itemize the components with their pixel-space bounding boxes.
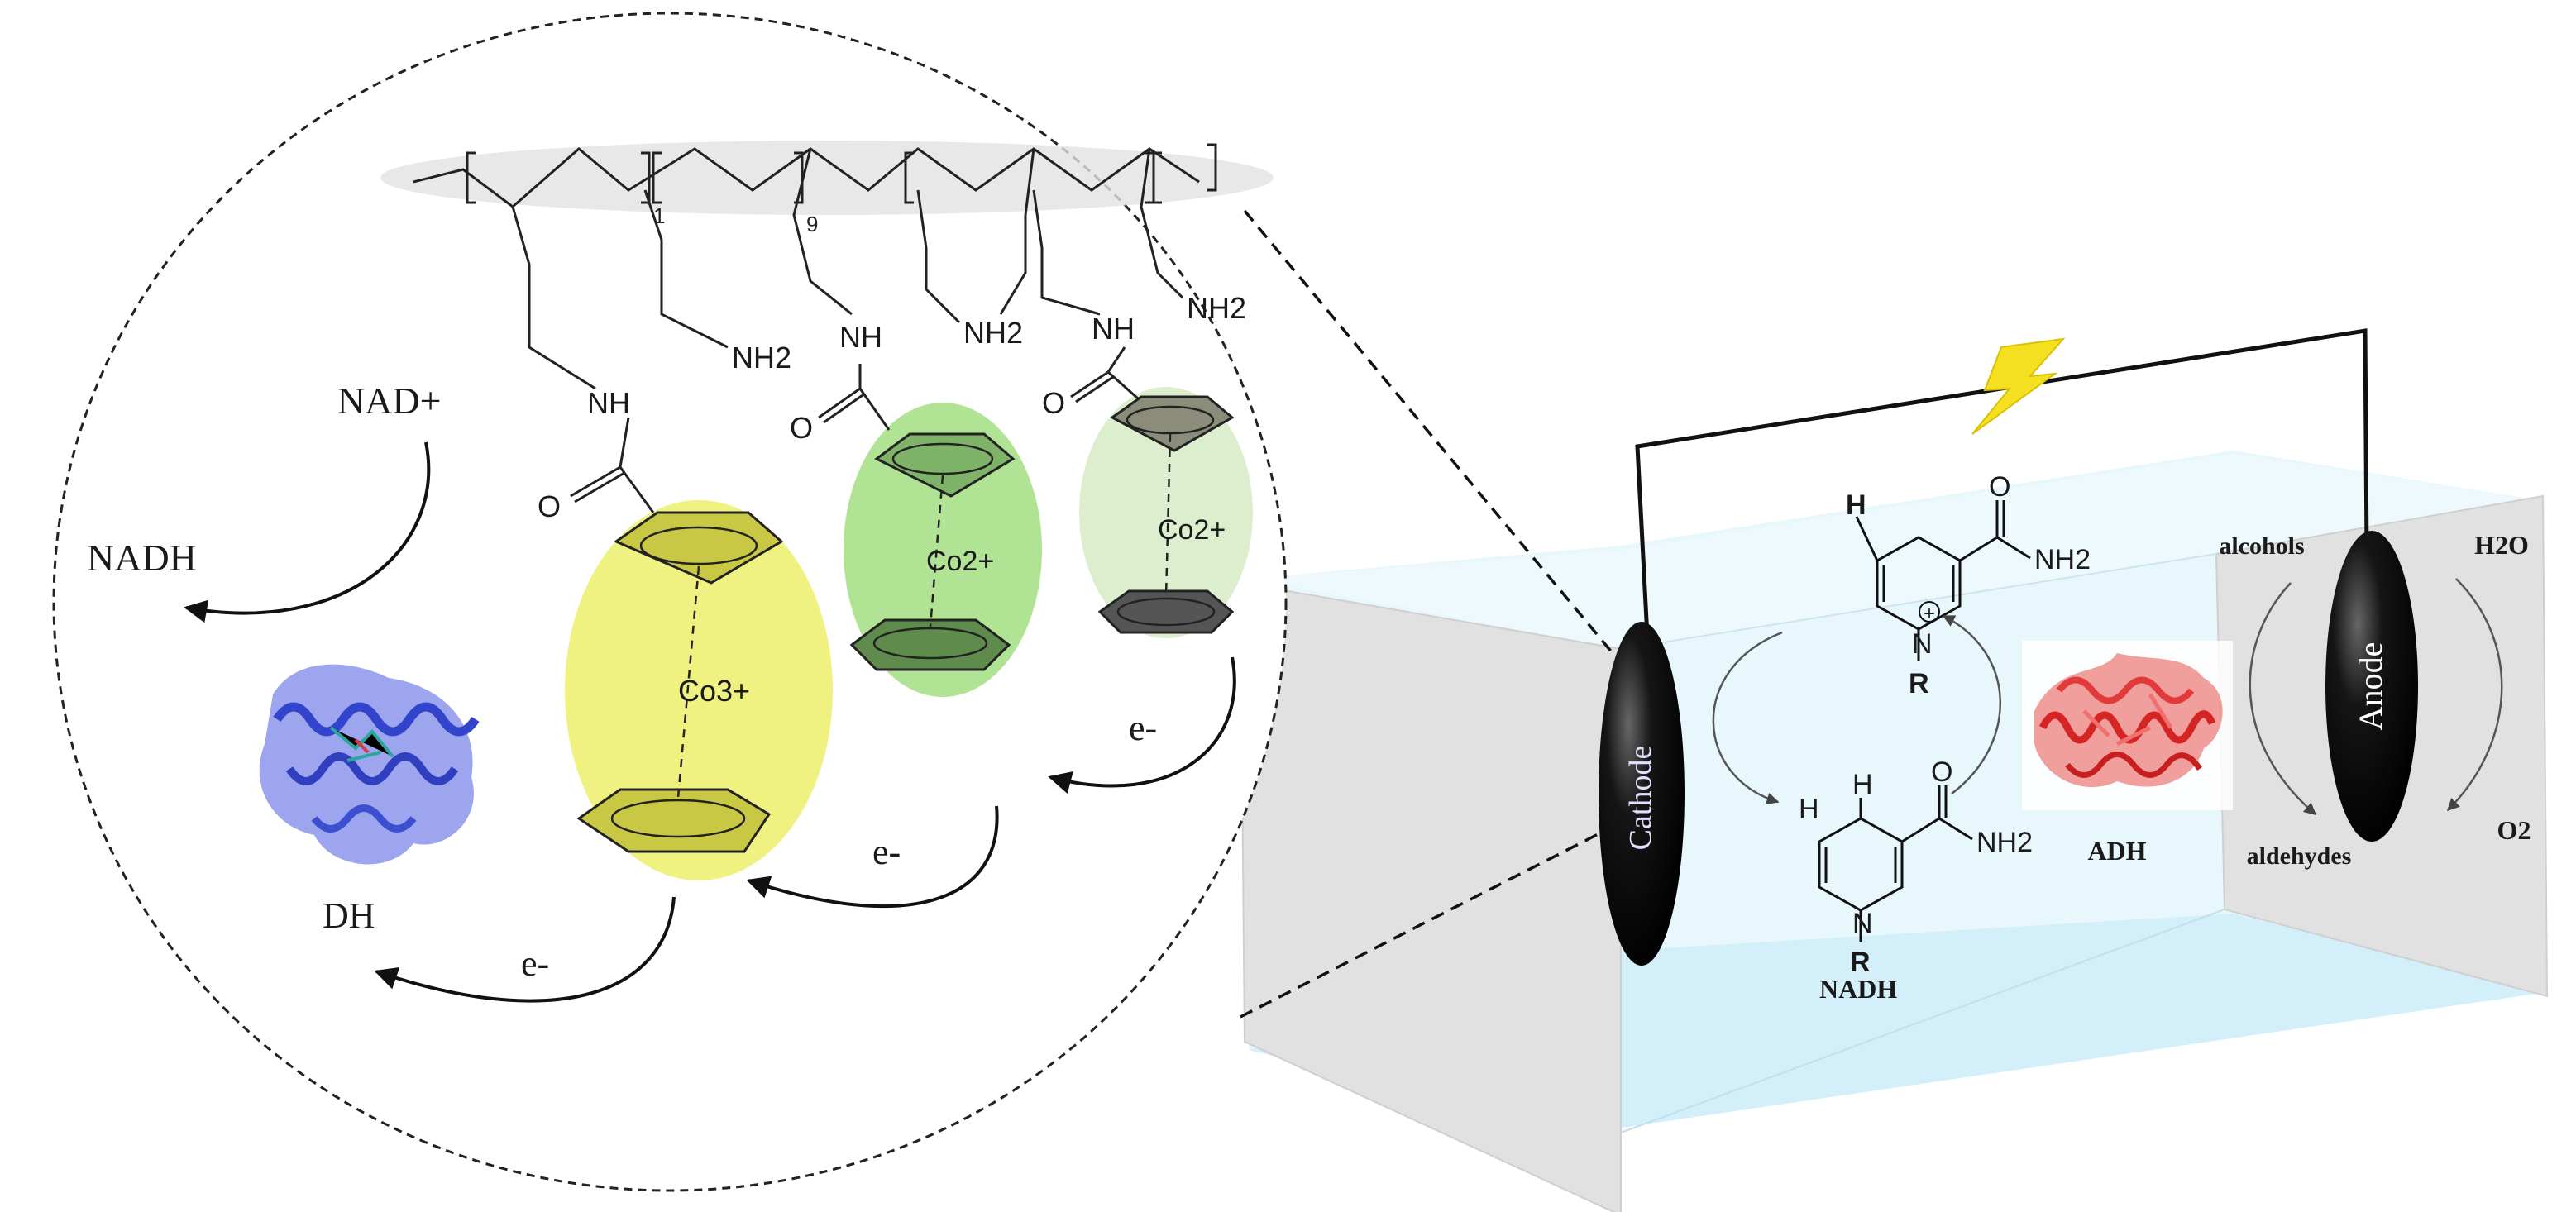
amide-o-3: O [1042,386,1065,420]
nad-plus-charge [1919,601,1940,623]
amide-o-1: O [538,489,561,523]
amide-nh-1: NH [587,386,630,420]
cobaltocene-co2-b [1097,395,1235,634]
nadh-structure [1818,785,1973,942]
repeat-index-1: 1 [653,203,665,228]
cathode-electrode[interactable] [1599,622,1685,966]
alcohol-oxidation-arrow [2249,582,2317,815]
alcohols-label: alcohols [2219,532,2304,560]
amide-o-2: O [790,411,813,445]
nadh-ring-h: H [1799,794,1819,825]
nad-ring-h: H [1846,489,1866,521]
electron-label-1: e- [1129,708,1157,748]
adh-protein-icon [2022,641,2233,810]
amine-nh2-2: NH2 [963,316,1023,350]
cell-rim [1620,553,2217,650]
dh-label: DH [323,895,375,936]
nad-carbonyl-o: O [1989,471,2010,503]
cobaltocene-co2-a [849,432,1016,671]
dh-protein-icon [259,664,480,865]
svg-text:O2: O2 [2497,815,2531,845]
amide-nh-3: NH [1092,312,1135,346]
anode-label: Anode [2352,642,2389,731]
repeat-index-9: 9 [806,212,818,236]
zoom-guide-lower [1240,825,1613,1019]
zoom-guide-upper [1243,209,1614,655]
cobalt3-highlight [565,500,833,880]
nad-amide-nh2: NH2 [2034,544,2091,575]
water-oxidation-arrow [2446,578,2503,812]
cell-base-edge [1620,909,2225,1133]
electron-arrow-2 [746,805,999,909]
cobalt2b-highlight [1079,387,1253,638]
co3-label: Co3+ [678,674,750,708]
regeneration-arrow-left [1712,631,1783,805]
cofactor-reduction-arrow [184,441,431,623]
amine-nh2-1: NH2 [732,341,791,375]
cobaltocene-co3 [576,511,784,853]
aldehydes-label: aldehydes [2247,842,2352,870]
lightning-bolt-icon [1971,337,2066,435]
svg-text:H2O: H2O [2474,530,2529,560]
oxygen-label: O2 [2497,815,2531,845]
co2-label-b: Co2+ [1158,514,1226,546]
nad-plus-sign: + [1924,603,1935,625]
electrochemical-cell: Cathode Anode H O NH2 + N R [1239,328,2549,1212]
cell-left-wall [1239,581,1622,1212]
nad-ring-r: R [1909,668,1929,699]
nad-ring-n: N [1912,628,1933,660]
regeneration-arrow-right [1942,614,2001,794]
zoom-callout: 1 9 [52,12,1614,1192]
water-label: H2O [2474,530,2529,560]
adh-label: ADH [2087,836,2146,866]
nadh-amide-nh2: NH2 [1976,827,2033,858]
nadh-ring-h2: H [1852,769,1873,800]
anode-electrode[interactable] [2325,531,2418,842]
electron-label-3: e- [521,943,549,984]
nad-plus-label: NAD+ [337,379,442,422]
cathode-label: Cathode [1623,746,1658,851]
nad-plus-structure [1855,500,2031,661]
nadh-carbonyl-o: O [1931,756,1952,788]
nadh-zoom-label: NADH [87,537,197,579]
electron-label-2: e- [872,832,901,872]
nadh-label: NADH [1819,974,1897,1004]
electron-arrow-1 [1048,656,1236,794]
polymer-side-chains [511,148,1184,513]
amine-nh2-3: NH2 [1187,291,1246,325]
amide-nh-2: NH [839,320,882,354]
nadh-ring-n: N [1852,908,1873,939]
nadh-ring-r: R [1850,947,1871,978]
co2-label-a: Co2+ [926,546,994,577]
electron-arrow-3 [374,896,676,1003]
